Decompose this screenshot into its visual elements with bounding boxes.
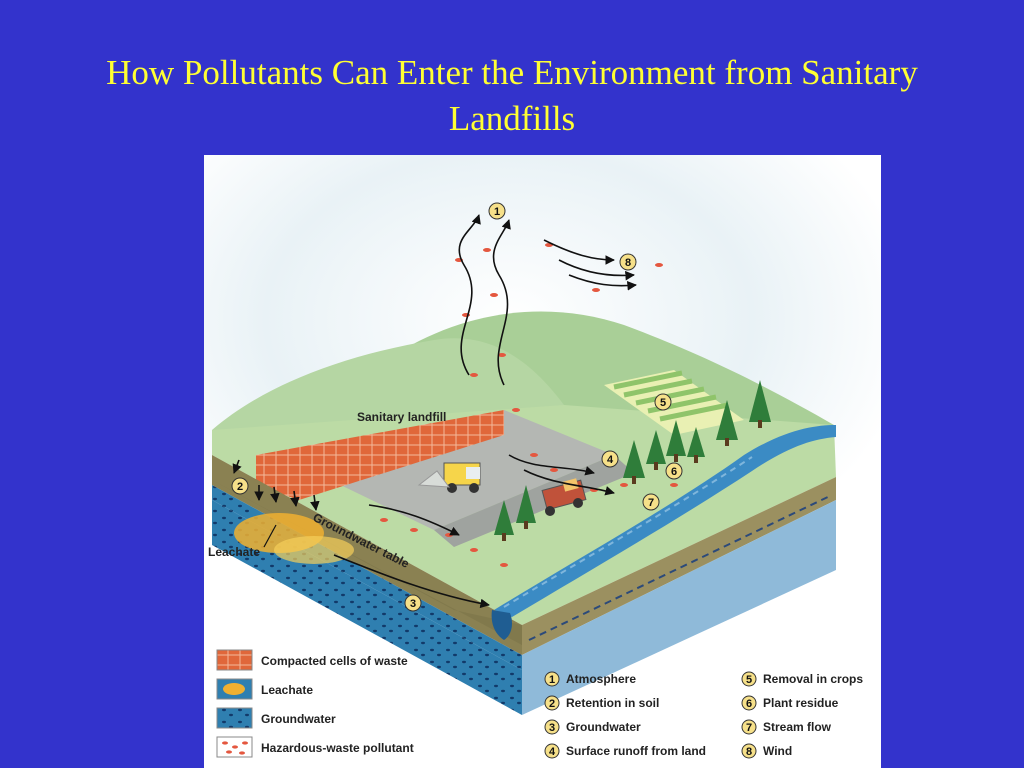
marker-atmosphere-number: 1 bbox=[494, 206, 500, 218]
key-item-6-label: Plant residue bbox=[763, 696, 839, 710]
soil-arrow-5 bbox=[310, 494, 320, 511]
marker-surface-runoff-number: 4 bbox=[607, 454, 614, 466]
crop-field bbox=[604, 370, 744, 435]
marker-groundwater: 3 bbox=[404, 594, 422, 612]
pollutant-flecks bbox=[380, 243, 678, 567]
key-item-6: 6 Plant residue bbox=[741, 695, 839, 711]
marker-stream-flow-number: 7 bbox=[648, 497, 654, 509]
legend-swatch-pollutant-flecks bbox=[222, 741, 248, 755]
marker-removal-in-crops-number: 5 bbox=[660, 397, 666, 409]
slide-title: How Pollutants Can Enter the Environment… bbox=[20, 50, 1004, 142]
key-item-8: 8 Wind bbox=[741, 743, 792, 759]
stream bbox=[494, 425, 836, 617]
key-item-1-label: Atmosphere bbox=[566, 672, 636, 686]
waste-cells-wall bbox=[256, 410, 504, 500]
soil-face-left bbox=[212, 455, 522, 655]
marker-retention-in-soil-number: 2 bbox=[237, 481, 243, 493]
legend-swatch-groundwater bbox=[216, 707, 253, 729]
atmosphere-arrow-1 bbox=[458, 214, 481, 376]
water-table-line bbox=[528, 494, 833, 641]
key-item-6-number: 6 bbox=[746, 698, 752, 710]
runoff-arrow-3 bbox=[368, 504, 460, 536]
water-face-right bbox=[522, 500, 836, 715]
key-item-4-number: 4 bbox=[549, 746, 556, 758]
key-item-5-label: Removal in crops bbox=[763, 672, 863, 686]
soil-arrow-3 bbox=[270, 486, 280, 503]
key-item-5-number: 5 bbox=[746, 674, 752, 686]
landfill-illustration: Sanitary landfill Groundwater table Leac… bbox=[204, 155, 881, 759]
slide-title-line2: Landfills bbox=[448, 99, 576, 138]
leachate-pointer bbox=[263, 524, 277, 548]
wind-arrow-2 bbox=[558, 259, 635, 281]
key-item-7: 7 Stream flow bbox=[741, 719, 832, 735]
marker-retention-in-soil: 2 bbox=[231, 477, 249, 495]
runoff-arrow-1 bbox=[508, 454, 595, 476]
trees bbox=[494, 380, 771, 541]
marker-wind-number: 8 bbox=[625, 257, 631, 269]
wind-arrow-3 bbox=[568, 274, 637, 291]
soil-face-right bbox=[522, 477, 836, 655]
soil-arrow-1 bbox=[232, 459, 242, 474]
legend-label-waste-cells: Compacted cells of waste bbox=[261, 654, 408, 668]
marker-stream-flow: 7 bbox=[642, 493, 660, 511]
key-item-4-label: Surface runoff from land bbox=[566, 744, 706, 758]
marker-removal-in-crops: 5 bbox=[654, 393, 672, 411]
key-item-8-label: Wind bbox=[763, 744, 792, 758]
atmosphere-arrow-2 bbox=[492, 219, 511, 386]
leachate-label: Leachate bbox=[208, 545, 260, 559]
key-item-8-number: 8 bbox=[746, 746, 752, 758]
legend-label-groundwater: Groundwater bbox=[261, 712, 336, 726]
sanitary-landfill-label: Sanitary landfill bbox=[357, 410, 446, 424]
legend-label-pollutant: Hazardous-waste pollutant bbox=[261, 741, 414, 755]
key-item-3: 3 Groundwater bbox=[544, 719, 641, 735]
key-item-1: 1 Atmosphere bbox=[544, 671, 636, 687]
pit-floor-edge bbox=[434, 455, 634, 547]
stream-highlight bbox=[503, 456, 753, 608]
marker-plant-residue-number: 6 bbox=[671, 466, 677, 478]
crop-rows bbox=[613, 370, 729, 422]
landfill-diagram: Sanitary landfill Groundwater table Leac… bbox=[204, 155, 881, 768]
key-item-7-label: Stream flow bbox=[763, 720, 832, 734]
soil-arrow-4 bbox=[290, 490, 300, 507]
slide-title-line1: How Pollutants Can Enter the Environment… bbox=[106, 53, 918, 92]
key-item-1-number: 1 bbox=[549, 674, 555, 686]
stream-section bbox=[491, 610, 512, 640]
marker-wind: 8 bbox=[619, 253, 637, 271]
key-item-2-label: Retention in soil bbox=[566, 696, 659, 710]
marker-surface-runoff: 4 bbox=[601, 450, 619, 468]
groundwater-arrow bbox=[333, 554, 490, 609]
farm-truck bbox=[541, 478, 587, 516]
key-item-2-number: 2 bbox=[549, 698, 555, 710]
key-item-3-number: 3 bbox=[549, 722, 555, 734]
legend-label-leachate: Leachate bbox=[261, 683, 313, 697]
key-item-4: 4 Surface runoff from land bbox=[544, 743, 706, 759]
runoff-arrow-2 bbox=[523, 469, 615, 496]
pathway-key: 1 Atmosphere 2 Retention in soil 3 Groun… bbox=[544, 671, 863, 759]
landfill-truck bbox=[417, 462, 481, 493]
legend-swatch-leachate-blob bbox=[223, 683, 245, 695]
marker-atmosphere: 1 bbox=[488, 202, 506, 220]
legend: Compacted cells of waste Leachate Ground… bbox=[216, 649, 414, 758]
key-item-3-label: Groundwater bbox=[566, 720, 641, 734]
key-item-5: 5 Removal in crops bbox=[741, 671, 863, 687]
key-item-7-number: 7 bbox=[746, 722, 752, 734]
legend-swatch-waste-cells bbox=[216, 649, 253, 671]
marker-plant-residue: 6 bbox=[665, 462, 683, 480]
key-item-2: 2 Retention in soil bbox=[544, 695, 659, 711]
leachate-plume-tail bbox=[274, 536, 354, 564]
wind-arrow-1 bbox=[543, 239, 615, 265]
marker-groundwater-number: 3 bbox=[410, 598, 416, 610]
